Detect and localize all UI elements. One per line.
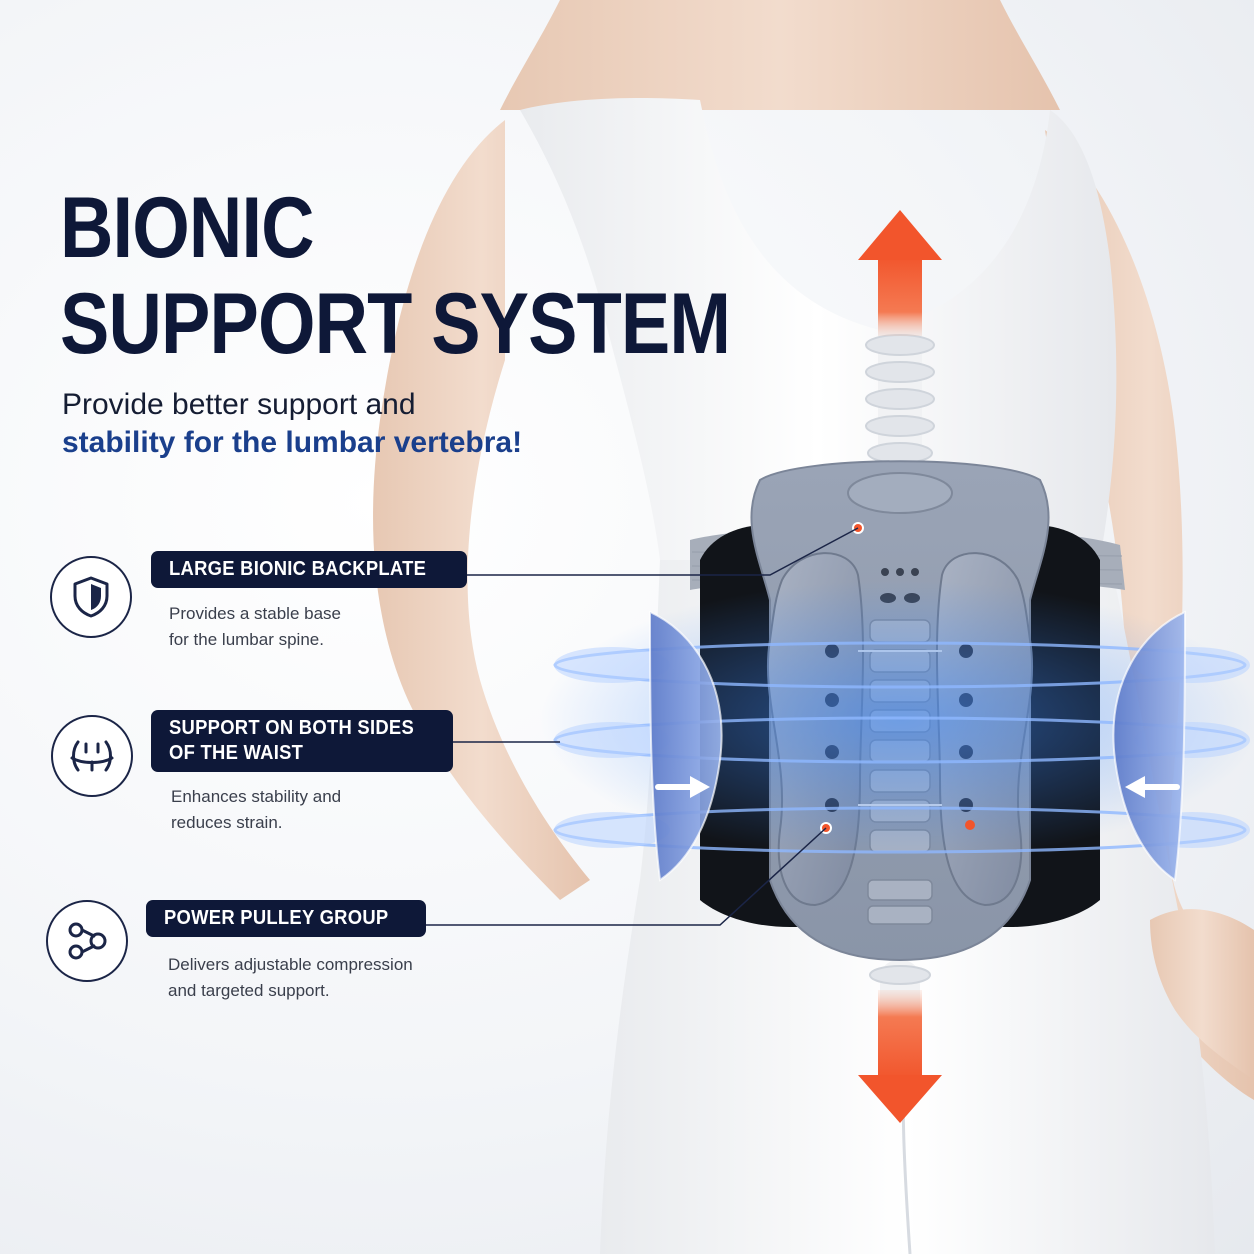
- subheadline-line-1: Provide better support and: [62, 388, 416, 421]
- headline-line-1: BIONIC: [60, 180, 315, 276]
- shield-icon: [73, 576, 109, 618]
- feature-2-icon-circle: [51, 715, 133, 797]
- subheadline-line-2: stability for the lumbar vertebra!: [62, 426, 523, 459]
- feature-3-icon-circle: [46, 900, 128, 982]
- waist-support-icon: [70, 740, 114, 772]
- feature-3-title: POWER PULLEY GROUP: [146, 900, 426, 937]
- feature-1-description: Provides a stable base for the lumbar sp…: [169, 604, 341, 649]
- headline: BIONIC SUPPORT SYSTEM: [60, 180, 731, 372]
- downward-arrow: [858, 990, 942, 1123]
- feature-1-icon-circle: [50, 556, 132, 638]
- feature-3-description: Delivers adjustable compression and targ…: [168, 955, 413, 1000]
- feature-2-title: SUPPORT ON BOTH SIDES OF THE WAIST: [151, 710, 454, 772]
- feature-1-title: LARGE BIONIC BACKPLATE: [151, 551, 467, 588]
- feature-2-description: Enhances stability and reduces strain.: [171, 787, 342, 832]
- headline-line-2: SUPPORT SYSTEM: [60, 276, 731, 372]
- pulley-icon: [68, 922, 107, 960]
- subheadline: Provide better support and stability for…: [62, 386, 522, 462]
- upward-arrow: [858, 210, 942, 336]
